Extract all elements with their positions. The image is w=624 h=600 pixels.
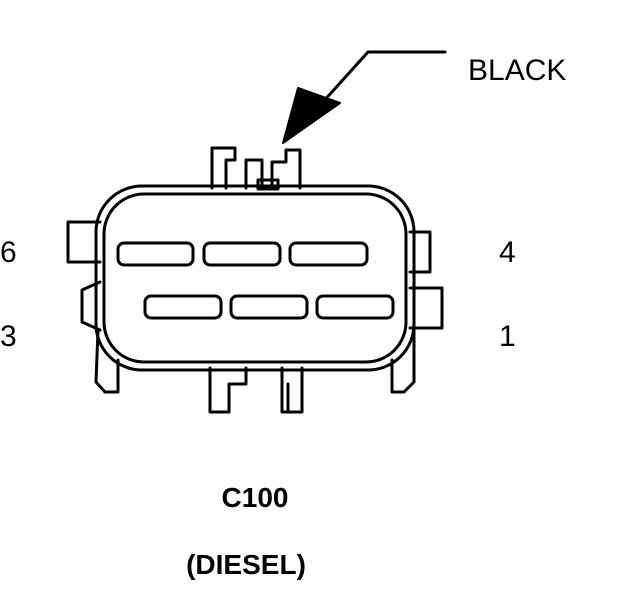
top-latch: [210, 146, 302, 191]
cavity-3: [143, 294, 223, 320]
cavity-5: [202, 241, 282, 267]
cavity-2: [229, 294, 309, 320]
callout-arrowhead: [282, 87, 341, 144]
connector-id: C100: [222, 482, 289, 513]
callout-leader: [320, 50, 447, 105]
cavity-row-top: [116, 241, 369, 267]
cavity-6: [116, 241, 195, 267]
pin-label-3: 3: [0, 320, 17, 353]
cavity-row-bottom: [143, 294, 395, 320]
left-ears: [66, 220, 120, 394]
cavity-4: [288, 241, 369, 267]
variant-label: (DIESEL): [186, 549, 306, 580]
bottom-terminals: [208, 366, 304, 414]
pin-label-1: 1: [499, 320, 516, 353]
cavity-1: [315, 294, 395, 320]
right-ears: [390, 230, 444, 394]
pin-label-4: 4: [499, 236, 516, 269]
callout-label: BLACK: [468, 54, 566, 87]
pin-label-6: 6: [0, 236, 17, 269]
connector-housing-inner: [102, 192, 408, 364]
connector-housing-outer: [94, 184, 416, 372]
